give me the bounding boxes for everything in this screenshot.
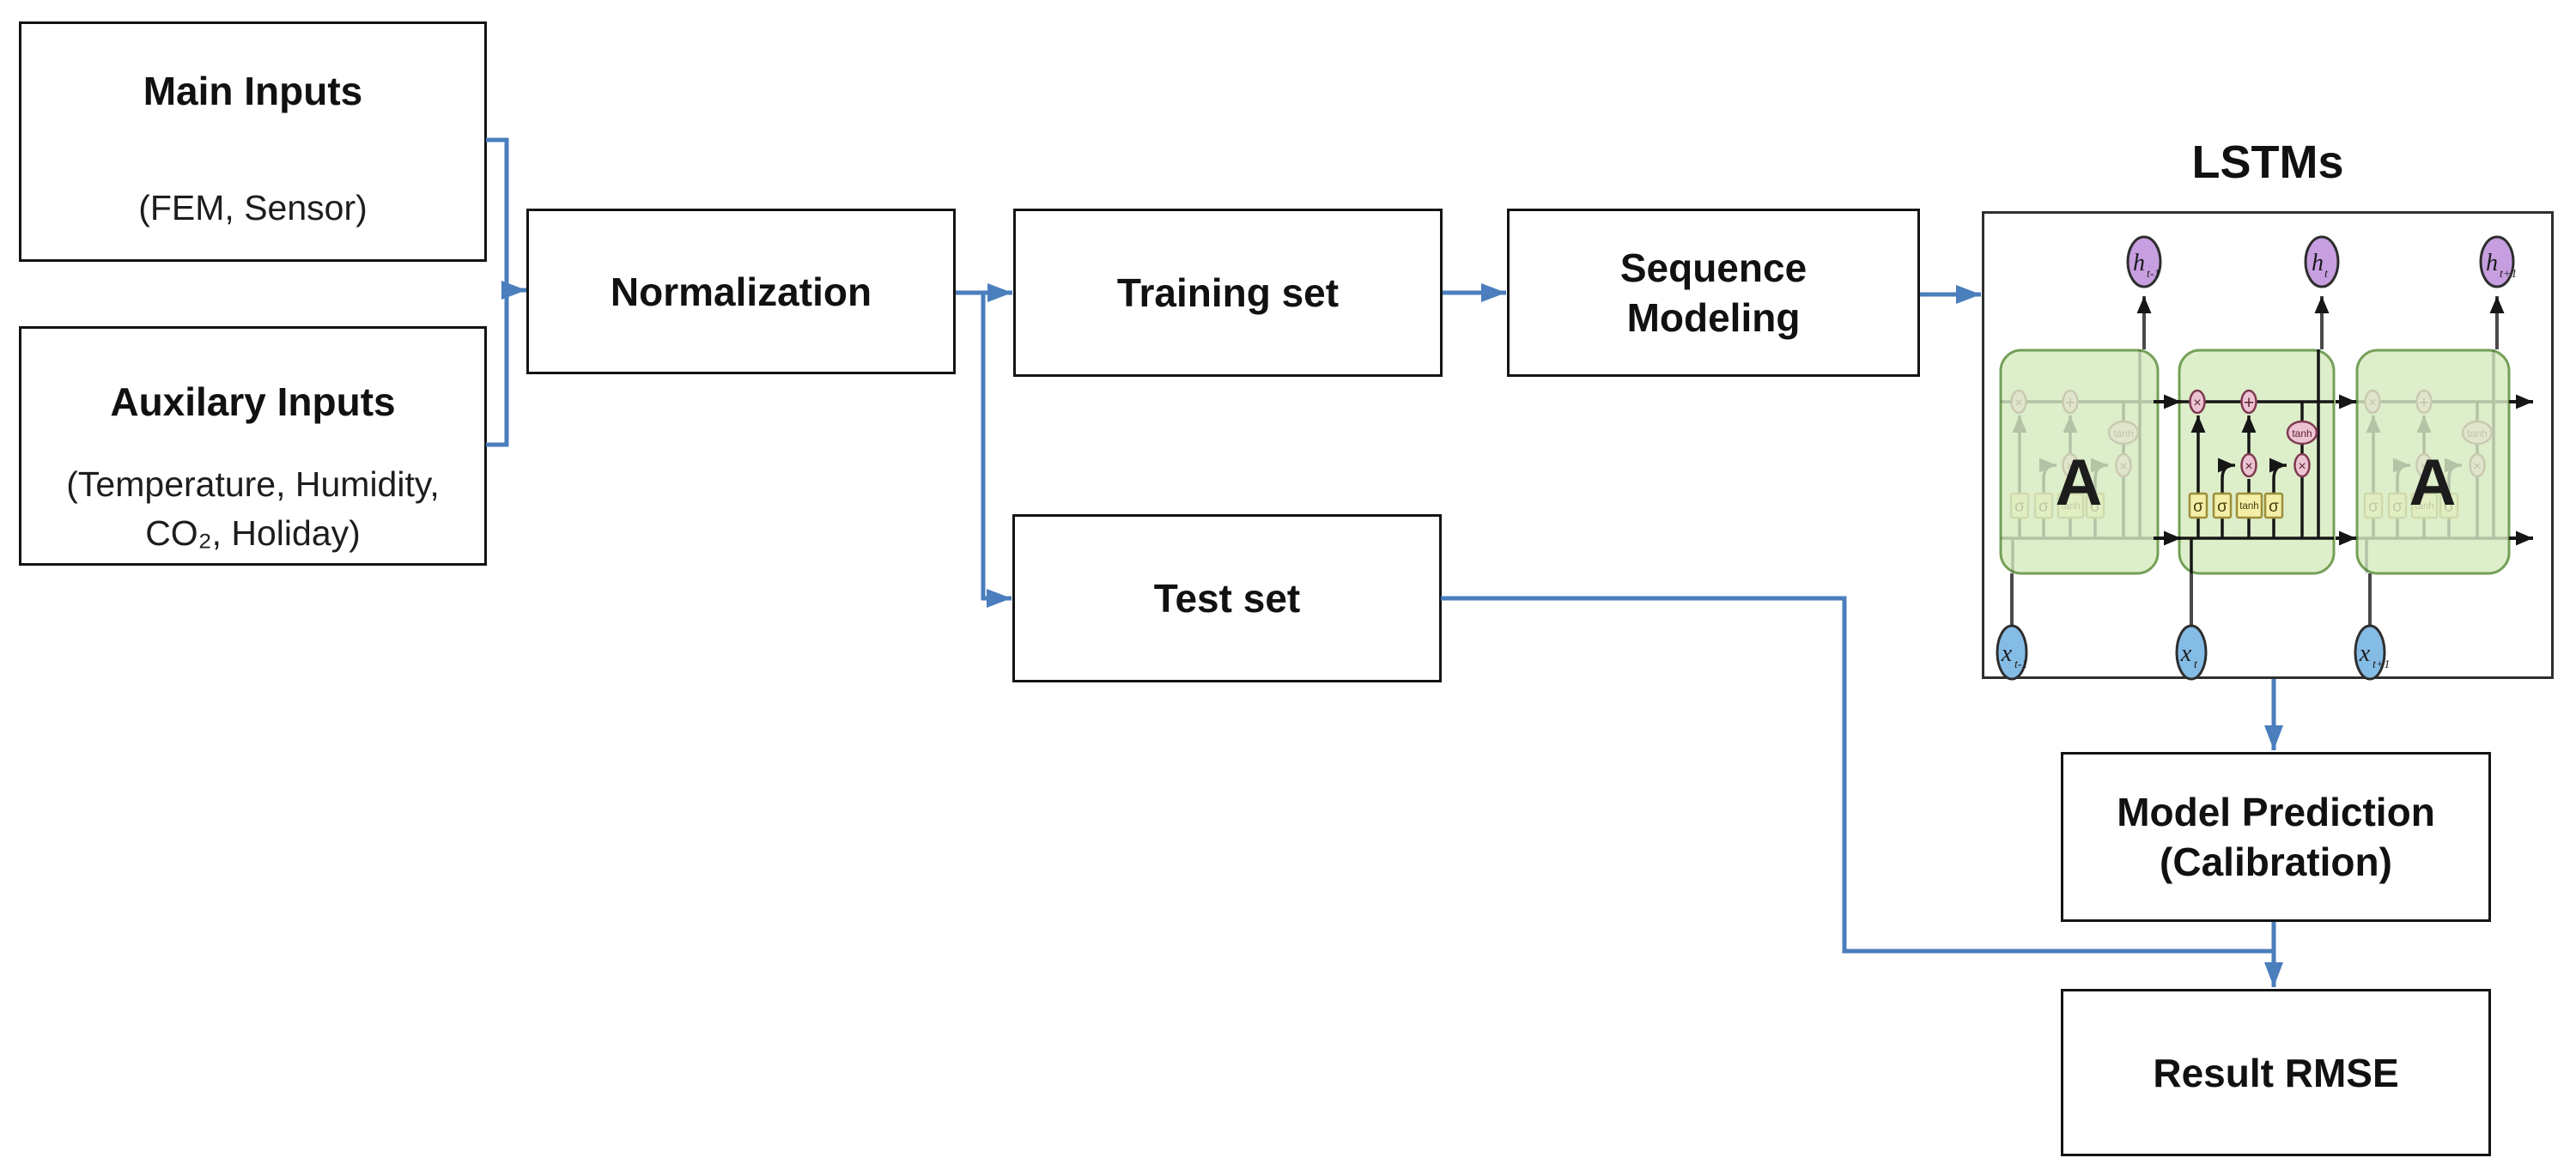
test-set-bypass-line	[1441, 596, 2275, 954]
h-ellipses	[2126, 235, 2515, 288]
aux-inputs-title: Auxilary Inputs	[110, 379, 396, 424]
h-ellipse-right	[2479, 235, 2515, 288]
x-ellipse-labels: x t-1 x t x t+1	[2001, 640, 2391, 671]
h-label-right: h	[2486, 250, 2498, 276]
test-set-box: Test set	[1012, 514, 1442, 682]
model-prediction-box: Model Prediction (Calibration)	[2061, 752, 2491, 922]
aux-inputs-subtitle-line2: CO₂, Holiday)	[145, 513, 361, 553]
h-label-middle: h	[2312, 250, 2324, 276]
x-label-right: x	[2359, 640, 2371, 667]
inputs-bracket	[486, 137, 509, 447]
aux-inputs-subtitle-line1: (Temperature, Humidity,	[66, 464, 440, 504]
x-sub-left: t-1	[2014, 658, 2028, 671]
result-rmse-box: Result RMSE	[2061, 989, 2491, 1156]
aux-inputs-box: Auxilary Inputs (Temperature, Humidity, …	[19, 326, 487, 566]
h-sub-left: t-1	[2147, 268, 2160, 281]
h-ellipse-left	[2126, 235, 2162, 288]
main-inputs-title: Main Inputs	[143, 69, 363, 113]
x-label-left: x	[2001, 640, 2013, 667]
cell-a-label-right: A	[2409, 446, 2457, 519]
h-label-left: h	[2133, 250, 2145, 276]
main-inputs-box: Main Inputs (FEM, Sensor)	[19, 21, 487, 262]
training-set-label: Training set	[1116, 270, 1340, 315]
sequence-modeling-box: Sequence Modeling	[1507, 209, 1920, 377]
normalization-box: Normalization	[526, 209, 956, 374]
model-prediction-line2: (Calibration)	[2160, 840, 2392, 884]
x-sub-right: t+1	[2372, 658, 2390, 671]
result-rmse-label: Result RMSE	[2153, 1050, 2399, 1095]
sequence-modeling-line1: Sequence	[1619, 246, 1807, 290]
x-ellipses	[1996, 624, 2386, 681]
io-stems	[2010, 296, 2505, 626]
h-sub-middle: t	[2324, 268, 2329, 281]
x-sub-middle: t	[2194, 658, 2198, 671]
sequence-modeling-line2: Modeling	[1626, 295, 1801, 340]
main-inputs-subtitle: (FEM, Sensor)	[138, 188, 368, 227]
x-ellipse-right	[2354, 624, 2386, 681]
model-prediction-label: Model Prediction (Calibration)	[2063, 755, 2488, 919]
h-ellipse-labels: h t-1 h t h t+1	[2133, 250, 2517, 281]
blue-connectors	[486, 137, 2283, 987]
sequence-modeling-label: Sequence Modeling	[1510, 211, 1917, 374]
x-ellipse-left	[1996, 624, 2028, 681]
x-ellipse-middle	[2175, 624, 2208, 681]
h-ellipse-middle	[2304, 235, 2340, 288]
h-sub-right: t+1	[2500, 268, 2517, 281]
x-label-middle: x	[2180, 640, 2192, 667]
arrow-normalization-to-test	[981, 293, 1012, 608]
test-set-label: Test set	[1153, 576, 1301, 621]
chain-links	[2154, 394, 2533, 546]
training-set-box: Training set	[1013, 209, 1443, 377]
lstm-section-title: LSTMs	[2191, 136, 2344, 188]
lstm-chain: A A h t-1 h t h	[1996, 235, 2533, 681]
model-prediction-line1: Model Prediction	[2117, 790, 2435, 834]
normalization-label: Normalization	[610, 269, 872, 314]
cell-a-label-left: A	[2056, 446, 2103, 519]
